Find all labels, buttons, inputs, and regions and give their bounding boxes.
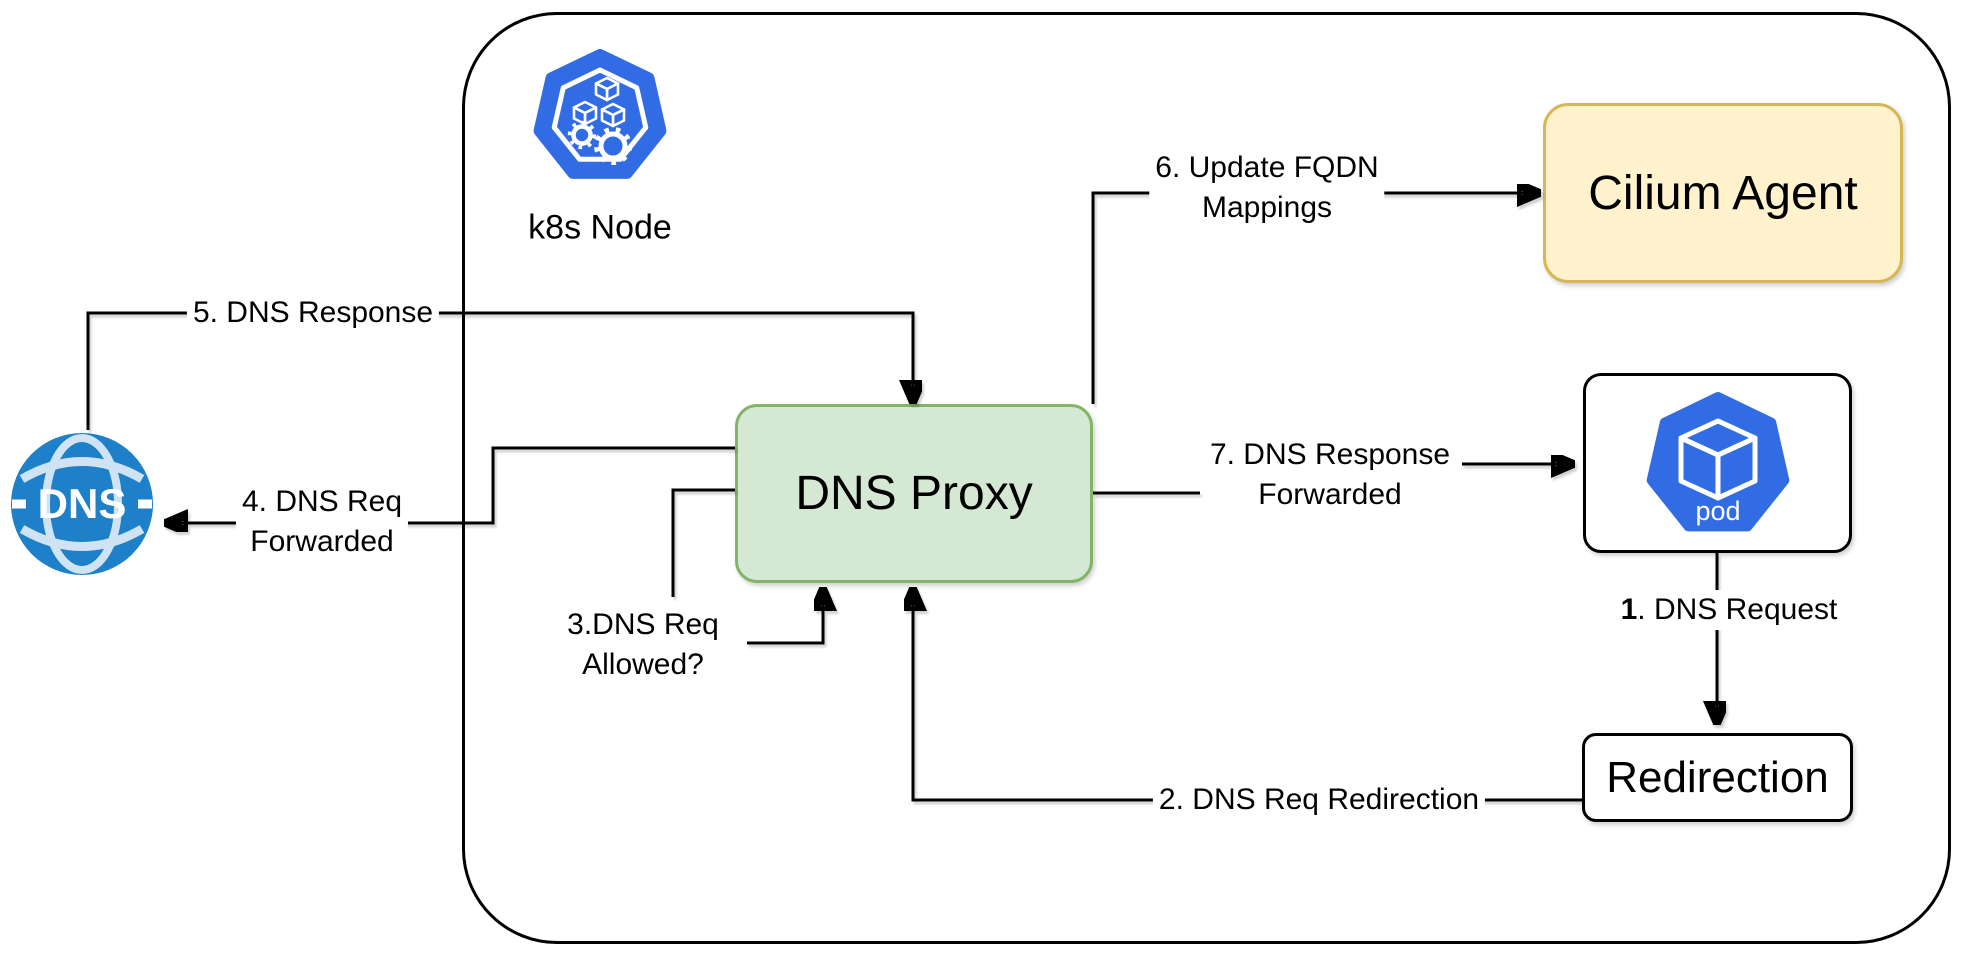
pod-icon: pod (1643, 388, 1793, 538)
label-7-dns-response-forwarded: 7. DNS Response Forwarded (1203, 435, 1457, 515)
k8s-heptagon-icon (533, 49, 667, 179)
cilium-agent-label: Cilium Agent (1588, 166, 1858, 220)
dns-globe-icon: DNS (10, 432, 154, 576)
label-5-dns-response: 5. DNS Response (186, 293, 440, 333)
k8s-node-icon (530, 45, 670, 185)
label-1-dns-request: 1. DNS Request (1614, 590, 1844, 630)
cubes-glyph (572, 76, 626, 128)
redirection-label: Redirection (1606, 752, 1829, 802)
label-6-update-fqdn: 6. Update FQDN Mappings (1149, 148, 1385, 228)
label-3-dns-req-allowed: 3.DNS Req Allowed? (561, 605, 725, 685)
dns-globe-label: DNS (38, 480, 127, 527)
pod-box: pod (1583, 373, 1852, 553)
k8s-node-label: k8s Node (528, 208, 672, 247)
dns-proxy-label: DNS Proxy (795, 467, 1033, 520)
label-2-dns-req-redirection: 2. DNS Req Redirection (1152, 780, 1486, 820)
gears-glyph (567, 120, 632, 165)
redirection-box: Redirection (1582, 733, 1853, 822)
cilium-agent-box: Cilium Agent (1543, 103, 1903, 283)
pod-cube-glyph (1678, 418, 1757, 501)
pod-label: pod (1695, 496, 1740, 526)
label-4-dns-req-forwarded: 4. DNS Req Forwarded (235, 482, 409, 562)
dns-proxy-box: DNS Proxy (735, 404, 1093, 583)
